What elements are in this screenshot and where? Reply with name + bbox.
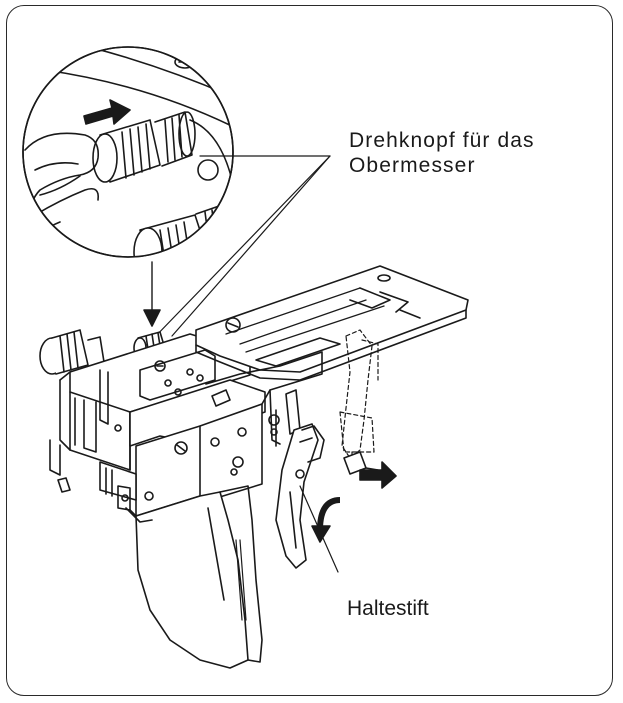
left-knob: [39, 329, 105, 375]
retaining-pin-label: Haltestift: [347, 597, 429, 620]
knife-assembly: [39, 265, 469, 669]
upper-knob-detail: [92, 111, 196, 183]
mount-plate: [129, 349, 266, 447]
diagram-frame: [6, 5, 613, 696]
push-arrow: [83, 99, 131, 125]
vertical-bracket: [99, 403, 263, 517]
upper-knife-knob-label-line2: Obermesser: [349, 154, 476, 177]
top-plate: [195, 265, 469, 381]
knife-blade: [125, 485, 263, 669]
upper-knife-knob-label: Drehknopf für das Obermesser: [349, 128, 535, 178]
pin-release-block: [343, 451, 397, 489]
upper-knife-knob-label-line1: Drehknopf für das: [349, 129, 535, 152]
rotate-arrow: [311, 497, 341, 543]
detail-zoom-circle: [22, 46, 234, 258]
knob-callout-lines: [149, 155, 331, 343]
retaining-lever: [275, 423, 325, 569]
pull-arrow: [359, 461, 397, 489]
down-arrow: [143, 261, 161, 327]
pin-callout-line: [299, 485, 339, 573]
